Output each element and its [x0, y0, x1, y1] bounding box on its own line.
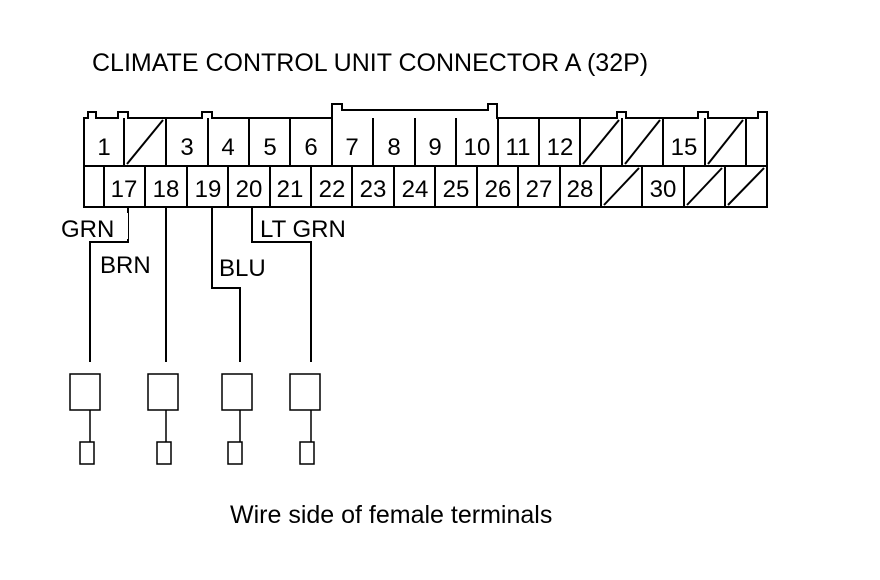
terminal-22: 22 [319, 176, 346, 203]
terminal-7: 7 [345, 134, 358, 161]
terminal-26: 26 [485, 176, 512, 203]
terminal-19: 19 [195, 176, 222, 203]
terminal-15: 15 [671, 134, 698, 161]
top-row-dividers [123, 118, 747, 166]
diagram-title: CLIMATE CONTROL UNIT CONNECTOR A (32P) [92, 49, 648, 77]
terminal-9: 9 [428, 134, 441, 161]
diagram-caption: Wire side of female terminals [230, 501, 552, 529]
terminal-8: 8 [387, 134, 400, 161]
terminal-11: 11 [506, 134, 531, 161]
terminal-21: 21 [277, 176, 304, 203]
terminal-17: 17 [111, 176, 138, 203]
wire-label-brn: BRN [100, 252, 151, 279]
bottom-row-dividers [103, 166, 726, 207]
terminal-1: 1 [97, 134, 110, 161]
terminal-30: 30 [650, 176, 677, 203]
wire-label-lt-grn: LT GRN [260, 216, 346, 243]
terminal-10: 10 [464, 134, 491, 161]
female-terminal-19 [221, 373, 253, 465]
female-terminal-17 [69, 373, 101, 465]
wire-label-blu: BLU [219, 255, 266, 282]
female-terminal-20 [289, 373, 321, 465]
terminal-6: 6 [304, 134, 317, 161]
terminal-25: 25 [443, 176, 470, 203]
terminal-3: 3 [180, 134, 193, 161]
unused-cavity-slashes [126, 119, 765, 206]
female-terminal-18 [147, 373, 179, 465]
wire-lt-grn [251, 207, 312, 362]
terminal-27: 27 [526, 176, 553, 203]
terminal-28: 28 [567, 176, 594, 203]
terminal-5: 5 [263, 134, 276, 161]
terminal-23: 23 [360, 176, 387, 203]
terminal-24: 24 [402, 176, 429, 203]
wire-label-grn: GRN [61, 216, 114, 243]
terminal-20: 20 [236, 176, 263, 203]
wire-blu [211, 207, 241, 362]
connector-outline [83, 103, 768, 208]
terminal-18: 18 [153, 176, 180, 203]
terminal-4: 4 [221, 134, 234, 161]
terminal-12: 12 [547, 134, 574, 161]
